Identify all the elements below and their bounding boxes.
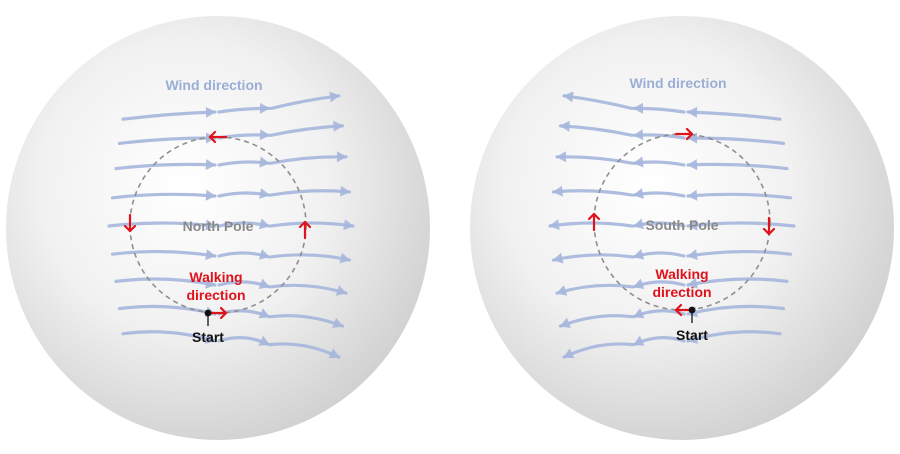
wind-arrow	[114, 159, 217, 171]
wind-arrow	[632, 249, 686, 260]
wind-arrow	[555, 151, 634, 165]
wind-arrow	[269, 252, 352, 264]
wind-arrow	[217, 249, 271, 260]
north-walking-label-line1: Walking	[189, 269, 242, 285]
north-walking-label-line2: direction	[186, 287, 245, 303]
wind-arrow	[548, 219, 634, 231]
wind-arrow	[110, 189, 217, 201]
wind-arrow	[686, 277, 789, 289]
wind-arrow	[686, 249, 793, 261]
wind-arrow	[114, 277, 217, 289]
wind-arrow	[555, 283, 634, 296]
wind-arrow	[121, 330, 217, 344]
wind-arrow	[269, 342, 341, 359]
walking-arrow-bottom	[208, 306, 228, 320]
north-wind-arrows	[107, 91, 355, 359]
south-wind-arrows	[548, 91, 796, 359]
wind-arrow	[107, 219, 217, 231]
walking-arrow-right	[762, 216, 776, 236]
wind-arrow	[562, 91, 634, 110]
walking-arrow-right	[298, 220, 312, 240]
wind-arrow	[632, 102, 686, 114]
wind-arrow	[269, 219, 355, 231]
wind-arrow	[269, 151, 348, 165]
wind-arrow	[121, 106, 217, 121]
walking-arrow-left	[587, 212, 601, 232]
wind-arrow	[217, 188, 271, 199]
wind-arrow	[217, 278, 271, 289]
wind-arrow	[562, 342, 634, 359]
wind-arrow	[632, 188, 686, 199]
wind-arrow	[217, 156, 271, 168]
wind-arrow	[686, 219, 796, 231]
wind-arrow	[269, 314, 345, 329]
south-pole-label: South Pole	[645, 217, 718, 233]
south-walking-label-line1: Walking	[655, 266, 708, 282]
wind-arrow	[217, 335, 271, 347]
wind-arrow	[632, 278, 686, 289]
wind-arrow	[558, 314, 634, 329]
wind-arrow	[269, 283, 348, 296]
south-wind-label: Wind direction	[629, 75, 726, 91]
wind-arrow	[558, 120, 634, 137]
wind-arrow	[632, 129, 686, 141]
south-start-marker	[688, 306, 696, 314]
south-start-label: Start	[676, 327, 708, 343]
wind-arrow	[217, 102, 271, 114]
north-walking-arrows	[123, 130, 312, 320]
north-start-label: Start	[192, 329, 224, 345]
north-sphere	[6, 16, 430, 440]
walking-arrow-left	[123, 213, 137, 233]
wind-arrow	[551, 185, 634, 197]
south-walking-label-line2: direction	[652, 284, 711, 300]
wind-arrow	[110, 249, 217, 261]
wind-arrow	[632, 218, 686, 230]
wind-arrow	[269, 120, 345, 137]
north-start-marker	[204, 309, 212, 317]
north-pole-label: North Pole	[183, 218, 254, 234]
wind-arrow	[686, 189, 793, 201]
wind-arrow	[686, 330, 782, 344]
south-sphere	[470, 16, 894, 440]
wind-arrow	[217, 218, 271, 230]
wind-arrow	[686, 159, 789, 171]
wind-arrow	[269, 91, 341, 110]
walking-arrow-top	[674, 127, 694, 141]
wind-arrow	[551, 252, 634, 264]
wind-arrow	[686, 106, 782, 121]
walking-arrow-top	[208, 130, 228, 144]
wind-arrow	[632, 156, 686, 168]
wind-arrow	[632, 335, 686, 347]
wind-arrow	[269, 185, 352, 197]
north-wind-label: Wind direction	[165, 77, 262, 93]
